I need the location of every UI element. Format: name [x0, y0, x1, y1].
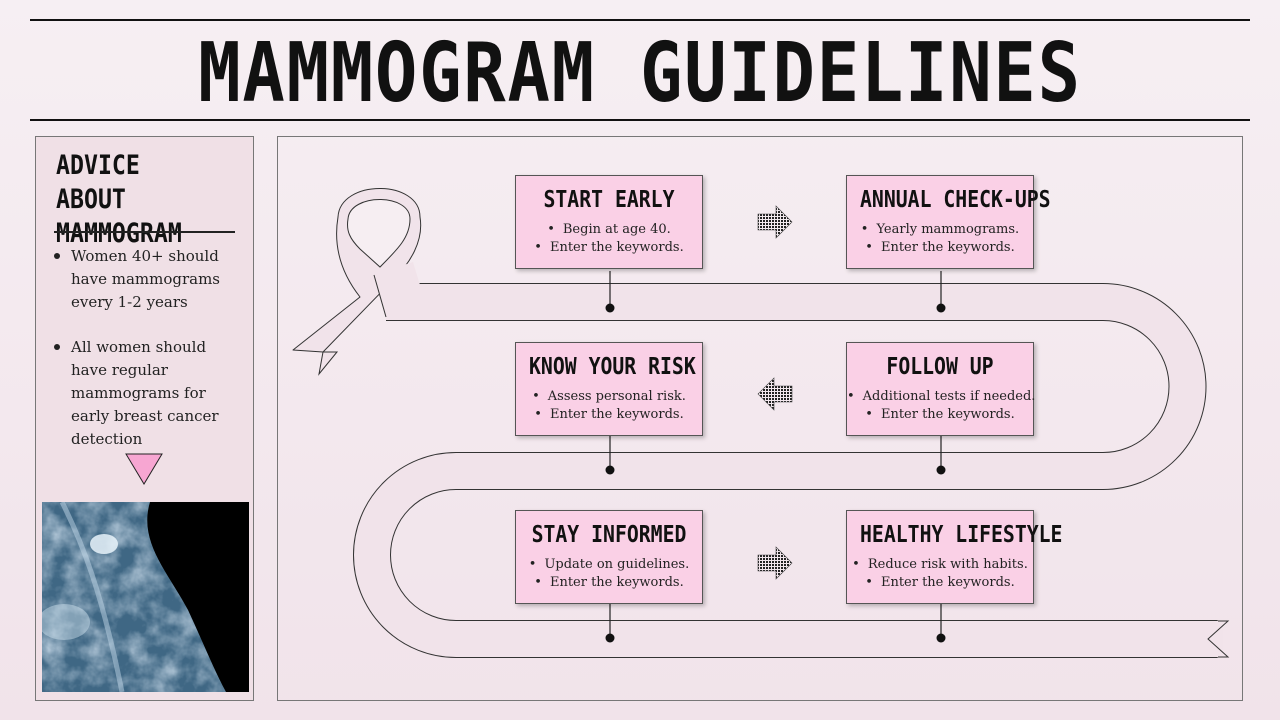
- advice-item: All women should have regular mammograms…: [52, 336, 242, 451]
- step-card-stay-informed: STAY INFORMED Update on guidelines. Ente…: [515, 510, 703, 604]
- step-point: Enter the keywords.: [847, 239, 1033, 257]
- winding-road: [292, 188, 1230, 658]
- dotted-arrow-icon: [757, 205, 793, 239]
- advice-item: Women 40+ should have mammograms every 1…: [52, 245, 242, 314]
- step-card-healthy-lifestyle: HEALTHY LIFESTYLE Reduce risk with habit…: [846, 510, 1063, 604]
- step-points: Reduce risk with habits. Enter the keywo…: [847, 556, 1033, 592]
- step-card-know-your-risk: KNOW YOUR RISK Assess personal risk. Ent…: [515, 342, 703, 436]
- step-point: Yearly mammograms.: [847, 221, 1033, 239]
- step-title: HEALTHY LIFESTYLE: [860, 522, 1063, 548]
- step-points: Additional tests if needed. Enter the ke…: [847, 388, 1036, 424]
- connector-dots: [605, 303, 946, 643]
- step-title: STAY INFORMED: [531, 522, 687, 548]
- step-points: Begin at age 40. Enter the keywords.: [516, 221, 702, 257]
- page-title: MAMMOGRAM GUIDELINES: [198, 26, 1082, 121]
- dotted-arrow-icon: [757, 546, 793, 580]
- step-card-start-early: START EARLY Begin at age 40. Enter the k…: [515, 175, 703, 269]
- top-rule: [30, 19, 1250, 21]
- mammogram-xray-image: [42, 502, 249, 692]
- triangle-down-icon: [125, 453, 163, 485]
- step-point: Update on guidelines.: [516, 556, 702, 574]
- advice-divider: [54, 231, 235, 233]
- step-card-follow-up: FOLLOW UP Additional tests if needed. En…: [846, 342, 1036, 436]
- advice-heading: ADVICE ABOUT MAMMOGRAM: [56, 150, 182, 249]
- step-points: Update on guidelines. Enter the keywords…: [516, 556, 702, 592]
- step-points: Yearly mammograms. Enter the keywords.: [847, 221, 1033, 257]
- step-title: START EARLY: [543, 187, 675, 213]
- step-point: Reduce risk with habits.: [847, 556, 1033, 574]
- step-point: Enter the keywords.: [847, 406, 1033, 424]
- step-card-annual-check-ups: ANNUAL CHECK-UPS Yearly mammograms. Ente…: [846, 175, 1051, 269]
- step-point: Enter the keywords.: [847, 574, 1033, 592]
- step-point: Assess personal risk.: [516, 388, 702, 406]
- step-point: Begin at age 40.: [516, 221, 702, 239]
- dotted-arrow-icon: [757, 377, 793, 411]
- step-title: ANNUAL CHECK-UPS: [860, 187, 1051, 213]
- step-point: Enter the keywords.: [516, 239, 702, 257]
- step-title: FOLLOW UP: [886, 354, 994, 380]
- advice-panel: ADVICE ABOUT MAMMOGRAM Women 40+ should …: [35, 136, 254, 701]
- step-title: KNOW YOUR RISK: [529, 354, 696, 380]
- step-point: Enter the keywords.: [516, 574, 702, 592]
- step-point: Additional tests if needed.: [847, 388, 1036, 406]
- connector-lines: [609, 271, 942, 638]
- guidelines-roadmap: START EARLY Begin at age 40. Enter the k…: [277, 136, 1243, 701]
- step-point: Enter the keywords.: [516, 406, 702, 424]
- step-points: Assess personal risk. Enter the keywords…: [516, 388, 702, 424]
- awareness-ribbon-icon: [292, 188, 422, 376]
- advice-list: Women 40+ should have mammograms every 1…: [52, 245, 242, 473]
- title-underline: [30, 119, 1250, 121]
